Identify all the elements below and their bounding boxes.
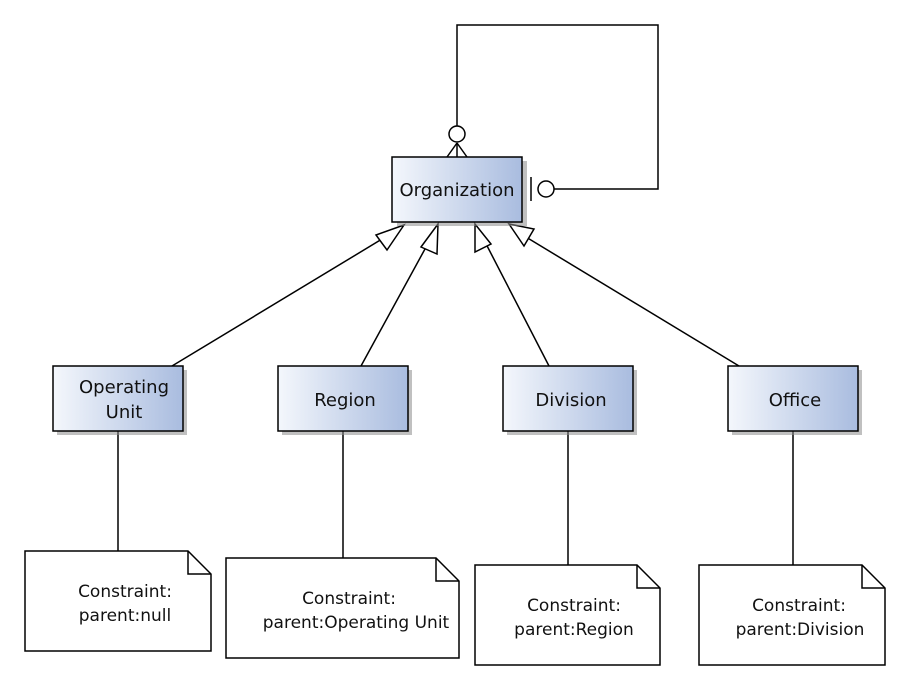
note-division-line-1: Constraint:	[527, 596, 621, 616]
note-office-line-1: Constraint:	[752, 596, 846, 616]
class-region-label: Region	[314, 390, 376, 411]
class-office-label: Office	[769, 390, 822, 411]
class-operating-unit-label-line-1: Operating	[79, 377, 169, 398]
note-division[interactable]: Constraint: parent:Region	[474, 564, 661, 666]
class-operating-unit[interactable]: Operating Unit	[52, 365, 187, 435]
class-division-label: Division	[535, 390, 606, 411]
class-division[interactable]: Division	[502, 365, 637, 435]
note-office[interactable]: Constraint: parent:Division	[698, 564, 886, 666]
note-operating-unit[interactable]: Constraint: parent:null	[24, 550, 212, 652]
class-region[interactable]: Region	[277, 365, 412, 435]
zero-one-end-right	[537, 180, 555, 198]
note-division-line-2: parent:Region	[514, 620, 634, 640]
note-office-line-2: parent:Division	[736, 620, 865, 640]
note-region-line-1: Constraint:	[302, 589, 396, 609]
zero-many-end-top	[448, 125, 466, 143]
generalization-edges	[171, 221, 740, 367]
class-organization-label: Organization	[399, 180, 514, 201]
class-operating-unit-label-line-2: Unit	[106, 402, 143, 423]
self-association	[446, 24, 659, 201]
note-operating-unit-line-1: Constraint:	[78, 582, 172, 602]
note-connectors	[117, 431, 794, 565]
note-region-line-2: parent:Operating Unit	[263, 613, 450, 633]
class-office[interactable]: Office	[727, 365, 862, 435]
class-organization[interactable]: Organization	[391, 156, 527, 226]
note-operating-unit-line-2: parent:null	[79, 606, 171, 626]
note-region[interactable]: Constraint: parent:Operating Unit	[225, 557, 460, 659]
